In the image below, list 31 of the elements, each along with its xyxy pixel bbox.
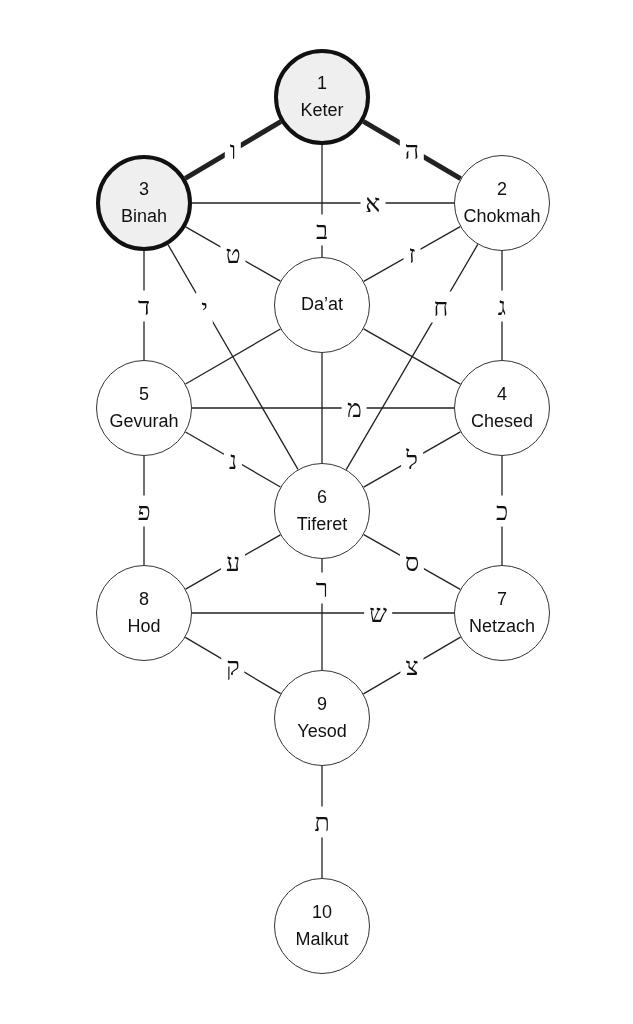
node-number: 6 — [317, 487, 327, 508]
node-name: Netzach — [468, 616, 535, 637]
node-name: Gevurah — [109, 411, 179, 432]
node-number: 10 — [312, 902, 332, 923]
connector-line — [183, 119, 283, 181]
node-number: 4 — [497, 384, 507, 405]
node-name: Hod — [127, 616, 161, 637]
node-number: 7 — [497, 589, 507, 610]
connector-line — [191, 407, 455, 409]
edge-label: ח — [428, 291, 454, 323]
node-name: Malkut — [295, 929, 349, 950]
connector-line — [191, 202, 455, 204]
connector-line — [191, 612, 455, 614]
node-number: 8 — [139, 589, 149, 610]
node-number: 1 — [317, 73, 327, 94]
node-name: Chokmah — [463, 206, 541, 227]
connector-line — [321, 352, 323, 464]
circle-node — [274, 463, 370, 559]
node-number: 9 — [317, 694, 327, 715]
node-name: Da’at — [301, 295, 343, 315]
node-number: 2 — [497, 179, 507, 200]
edge-label: י — [196, 292, 213, 323]
node-number: 5 — [139, 384, 149, 405]
node-name: Binah — [120, 206, 167, 227]
connector-line — [363, 328, 461, 385]
node-number: 3 — [139, 179, 149, 200]
node-name: Chesed — [470, 411, 533, 432]
connector-line — [184, 328, 282, 385]
node-name: Tiferet — [296, 514, 348, 535]
node-name: Keter — [300, 100, 344, 121]
node-name: Yesod — [297, 721, 347, 742]
